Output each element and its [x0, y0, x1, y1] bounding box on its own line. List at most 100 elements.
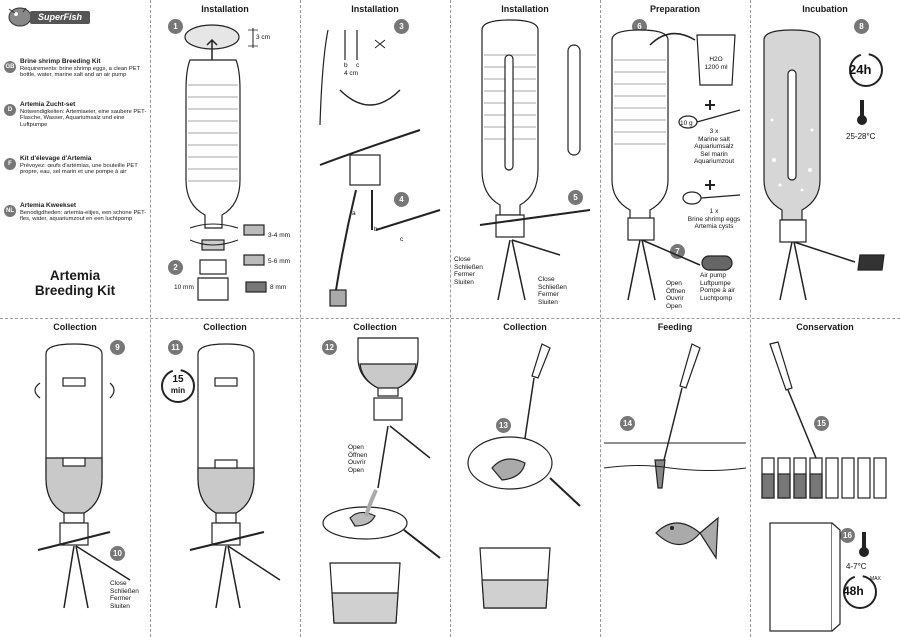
lang-heading: Artemia Kweekset	[20, 202, 76, 209]
preparation-illustration	[611, 29, 741, 301]
salt-quantity-label: 10 g	[680, 120, 693, 127]
storage-time: 48h	[843, 584, 864, 598]
storage-max-label: MAX	[870, 576, 881, 582]
hole-size-label: 10 mm	[174, 284, 194, 291]
size-label: 5-6 mm	[268, 258, 291, 265]
feeding-panel: Feeding 14	[600, 318, 750, 636]
bottle-mounted-illustration	[479, 19, 591, 301]
installation-panel-3: Installation 5 Close Schließen Fermer	[450, 0, 600, 318]
tube-label: c	[356, 62, 360, 69]
lang-heading: Artemia Zucht-set	[20, 101, 76, 108]
panel-title: Feeding	[657, 322, 693, 332]
step-badge: 11	[168, 340, 183, 355]
step-badge: 15	[814, 416, 829, 431]
incubation-illustration	[763, 29, 885, 301]
step-badge: 16	[840, 528, 855, 543]
lang-badge: NL	[4, 205, 16, 217]
water-label: H2O 1200 ml	[704, 56, 728, 71]
incubation-time: 24h	[849, 62, 872, 77]
step-badge: 4	[394, 192, 409, 207]
lang-badge: F	[4, 158, 16, 170]
step-badge: 1	[168, 19, 183, 34]
installation-panel-1: Installation 1 2	[150, 0, 300, 318]
lang-heading: Kit d'élevage d'Artemia	[20, 155, 92, 162]
language-block-en: GB Brine shrimp Breeding Kit Requirement…	[4, 58, 148, 79]
feeding-illustration	[603, 343, 747, 560]
lang-body: Notwendigkeiten: Artemiaeier, eine saube…	[20, 108, 147, 128]
collection-panel-3: Collection 12 Open Öffnen Ouvrir Open	[300, 318, 450, 636]
product-title: Artemia Breeding Kit	[10, 268, 140, 298]
step-badge: 10	[110, 546, 125, 561]
step-badge: 14	[620, 416, 635, 431]
cut-line	[0, 318, 900, 319]
close-instruction: Close Schließen Fermer Sluiten	[454, 256, 483, 286]
panel-title: Installation	[351, 4, 399, 14]
collection-panel-1: Collection 9 10 Close Schließen Fermer S…	[0, 318, 150, 636]
installation-panel-2: Installation 3 4 b c 4 cm a b c	[300, 0, 450, 318]
open-instruction: Open Öffnen Ouvrir Open	[666, 280, 686, 310]
bottle-cutting-illustration	[184, 24, 267, 301]
salt-label: 3 x Marine salt Aquariumsalz Sel marin A…	[693, 128, 735, 165]
panel-title: Collection	[503, 322, 547, 332]
tube-label: c	[400, 236, 404, 243]
close-instruction: Close Schließen Fermer Sluiten	[110, 580, 139, 610]
language-block-nl: NL Artemia Kweekset Benodigdheden: artem…	[4, 202, 148, 223]
lang-badge: D	[4, 104, 16, 116]
lang-body: Benodigdheden: artemia-eitjes, een schon…	[20, 209, 147, 223]
tube-assembly-illustration	[319, 29, 441, 307]
intro-panel: SuperFish GB Brine shrimp Breeding Kit R…	[0, 0, 150, 318]
wait-unit: min	[170, 386, 186, 395]
brand-name: SuperFish	[30, 11, 90, 24]
cut-length-label: 3 cm	[256, 34, 271, 41]
pipette-net-illustration	[467, 343, 581, 609]
step-badge: 2	[168, 260, 183, 275]
language-block-de: D Artemia Zucht-set Notwendigkeiten: Art…	[4, 101, 148, 128]
tube-label: b	[374, 226, 378, 233]
storage-illustration	[761, 341, 887, 632]
panel-title: Collection	[203, 322, 247, 332]
panel-title: Installation	[201, 4, 249, 14]
panel-title: Preparation	[649, 4, 700, 14]
preparation-panel: Preparation 6 7	[600, 0, 750, 318]
lang-heading: Brine shrimp Breeding Kit	[20, 58, 101, 65]
brand-logo: SuperFish	[4, 4, 90, 30]
step-badge: 3	[394, 19, 409, 34]
open-instruction: Open Öffnen Ouvrir Open	[348, 444, 368, 474]
step-badge: 12	[322, 340, 337, 355]
panel-title: Installation	[501, 4, 549, 14]
lang-body: Prévoyez: œufs d'artémias, une bouteille…	[20, 162, 138, 176]
conservation-panel: Conservation 15 16	[750, 318, 900, 636]
tube-label: b	[344, 62, 348, 69]
eggs-label: 1 x Brine shrimp eggs Artemia cysts	[687, 208, 741, 230]
draining-illustration	[322, 337, 441, 624]
lang-badge: GB	[4, 61, 16, 73]
step-badge: 5	[568, 190, 583, 205]
panel-title: Collection	[53, 322, 97, 332]
panel-title: Collection	[353, 322, 397, 332]
incubation-temperature: 25-28°C	[846, 132, 876, 141]
collection-panel-4: Collection 13	[450, 318, 600, 636]
panel-title: Incubation	[802, 4, 848, 14]
size-label: 3-4 mm	[268, 232, 291, 239]
step-badge: 9	[110, 340, 125, 355]
collection-panel-2: Collection 11 15 min	[150, 318, 300, 636]
wait-illustration	[161, 343, 281, 609]
air-pump-label: Air pump Luftpumpe Pompe à air Luchtpomp	[700, 272, 736, 302]
language-block-fr: F Kit d'élevage d'Artemia Prévoyez: œufs…	[4, 155, 148, 176]
step-badge: 13	[496, 418, 511, 433]
size-label: 8 mm	[270, 284, 287, 291]
incubation-panel: Incubation 8 24h 25-28°C	[750, 0, 900, 318]
tube-length-label: 4 cm	[344, 70, 359, 77]
tube-label: a	[352, 210, 356, 217]
panel-title: Conservation	[796, 322, 854, 332]
product-title-line1: Artemia	[49, 268, 101, 283]
step-badge: 7	[670, 244, 685, 259]
settling-illustration	[34, 343, 131, 609]
storage-temperature: 4-7°C	[846, 562, 867, 571]
wait-number: 15	[172, 374, 184, 385]
step-badge: 8	[854, 19, 869, 34]
product-title-line2: Breeding Kit	[34, 283, 116, 298]
close-instruction: Close Schließen Fermer Sluiten	[538, 276, 567, 306]
lang-body: Requirements: brine shrimp eggs, a clean…	[20, 65, 141, 79]
